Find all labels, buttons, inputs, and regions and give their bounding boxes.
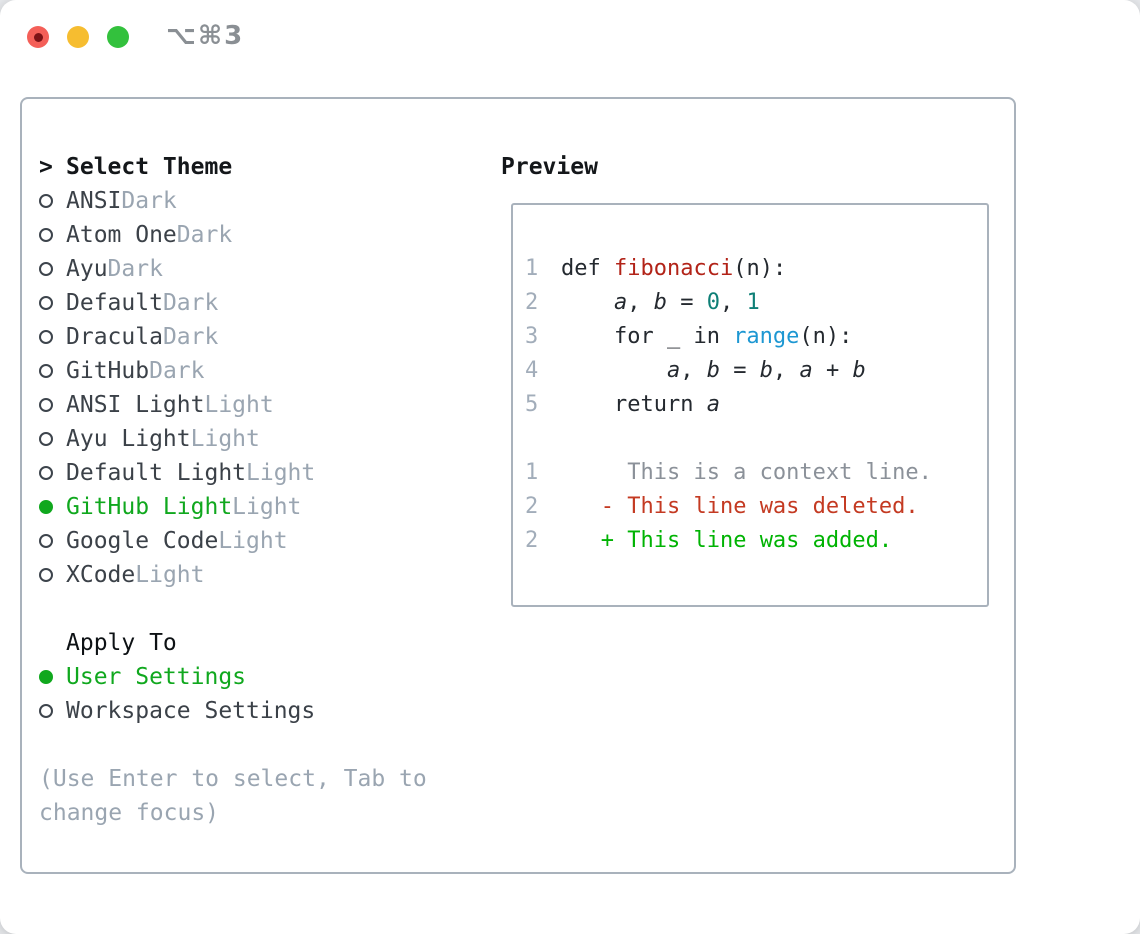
variant-label: Dark (162, 324, 219, 350)
radio-icon (39, 704, 53, 718)
variant-label: Dark (162, 290, 219, 316)
theme-option-ayu[interactable]: Ayu Dark (39, 252, 427, 286)
preview-title: Preview (501, 154, 598, 180)
option-label: Google Code (66, 528, 219, 554)
spacer (39, 592, 427, 626)
preview-line: 4 a, b = b, a + b (525, 357, 866, 383)
radio-icon (39, 568, 53, 582)
variant-label: Light (218, 528, 288, 554)
prompt-icon: > (39, 154, 53, 180)
theme-option-ansi-light[interactable]: ANSI Light Light (39, 388, 427, 422)
preview-line (525, 421, 987, 455)
theme-option-dracula[interactable]: Dracula Dark (39, 320, 427, 354)
variant-label: Light (232, 494, 302, 520)
preview-line: 2 + This line was added. (525, 527, 893, 553)
radio-icon (39, 296, 53, 310)
apply-to-header: Apply To (39, 626, 427, 660)
minimize-button[interactable] (67, 26, 89, 48)
line-number: 5 (525, 391, 539, 417)
option-label: Dracula (66, 324, 163, 350)
option-label: XCode (66, 562, 136, 588)
radio-selected-icon (39, 670, 53, 684)
option-label: Default Light (66, 460, 247, 486)
variant-label: Dark (176, 222, 233, 248)
radio-icon (39, 534, 53, 548)
spacer (39, 728, 427, 762)
select-theme-header: > Select Theme (39, 150, 427, 184)
unsaved-changes-icon (33, 32, 43, 42)
line-number: 2 (525, 289, 539, 315)
apply-option-workspace-settings[interactable]: Workspace Settings (39, 694, 427, 728)
theme-option-ayu-light[interactable]: Ayu Light Light (39, 422, 427, 456)
radio-icon (39, 262, 53, 276)
radio-icon (39, 398, 53, 412)
apply-to-title: Apply To (66, 630, 177, 656)
variant-label: Light (190, 426, 260, 452)
line-number: 3 (525, 323, 539, 349)
theme-option-github-light[interactable]: GitHub Light Light (39, 490, 427, 524)
theme-option-github[interactable]: GitHub Dark (39, 354, 427, 388)
window-title: ⌥⌘3 (166, 21, 245, 51)
option-label: Ayu (66, 256, 108, 282)
option-label: GitHub (66, 358, 150, 384)
preview-line: 2 - This line was deleted. (525, 493, 919, 519)
radio-icon (39, 194, 53, 208)
radio-icon (39, 330, 53, 344)
variant-label: Light (246, 460, 316, 486)
preview-line: 2 a, b = 0, 1 (525, 289, 760, 315)
preview-line: 5 return a (525, 391, 720, 417)
theme-option-atom-one[interactable]: Atom One Dark (39, 218, 427, 252)
traffic-lights (27, 26, 129, 48)
preview-line: 1 This is a context line. (525, 459, 932, 485)
option-label: ANSI Light (66, 392, 205, 418)
line-number: 2 (525, 493, 539, 519)
option-label: Ayu Light (66, 426, 191, 452)
zoom-button[interactable] (107, 26, 129, 48)
theme-option-default-light[interactable]: Default Light Light (39, 456, 427, 490)
option-label: GitHub Light (66, 494, 233, 520)
radio-icon (39, 466, 53, 480)
preview-line: 3 for _ in range(n): (525, 323, 853, 349)
help-text-line-1: (Use Enter to select, Tab to (39, 766, 427, 792)
variant-label: Dark (149, 358, 205, 384)
line-number: 4 (525, 357, 539, 383)
close-button[interactable] (27, 26, 49, 48)
variant-label: Dark (107, 256, 163, 282)
variant-label: Light (135, 562, 205, 588)
help-text-line-2: change focus) (39, 800, 220, 826)
option-label: Atom One (66, 222, 177, 248)
option-label: User Settings (66, 664, 247, 690)
radio-icon (39, 228, 53, 242)
line-number: 2 (525, 527, 539, 553)
radio-selected-icon (39, 500, 53, 514)
theme-option-default[interactable]: Default Dark (39, 286, 427, 320)
line-number: 1 (525, 255, 539, 281)
apply-option-user-settings[interactable]: User Settings (39, 660, 427, 694)
variant-label: Dark (121, 188, 177, 214)
line-number: 1 (525, 459, 539, 485)
theme-option-google-code[interactable]: Google Code Light (39, 524, 427, 558)
option-label: ANSI (66, 188, 122, 214)
variant-label: Light (204, 392, 274, 418)
option-label: Default (66, 290, 163, 316)
theme-option-ansi[interactable]: ANSI Dark (39, 184, 427, 218)
option-label: Workspace Settings (66, 698, 316, 724)
radio-icon (39, 364, 53, 378)
radio-icon (39, 432, 53, 446)
select-theme-title: Select Theme (66, 154, 233, 180)
theme-option-xcode[interactable]: XCode Light (39, 558, 427, 592)
